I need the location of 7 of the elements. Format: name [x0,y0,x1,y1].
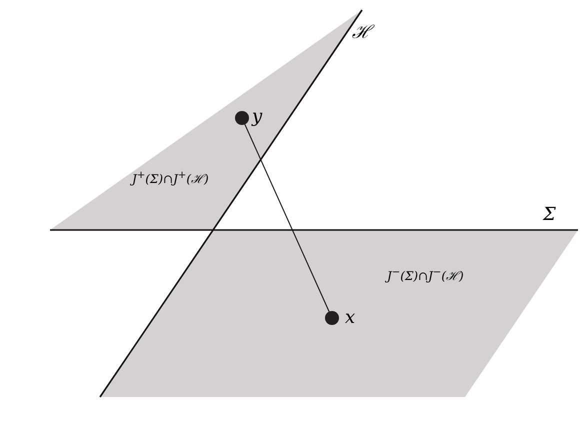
connecting-line [244,124,330,312]
region-label: J$^{−}$(Σ)∩J$^{−}$(ℋ) [387,267,464,284]
plane-label: Σ [543,206,556,224]
shaded-region [100,230,578,397]
region-label: J$^{+}$(Σ)∩J$^{+}$(ℋ) [132,170,209,187]
point-label: x [345,309,356,327]
point-label: y [252,108,262,126]
